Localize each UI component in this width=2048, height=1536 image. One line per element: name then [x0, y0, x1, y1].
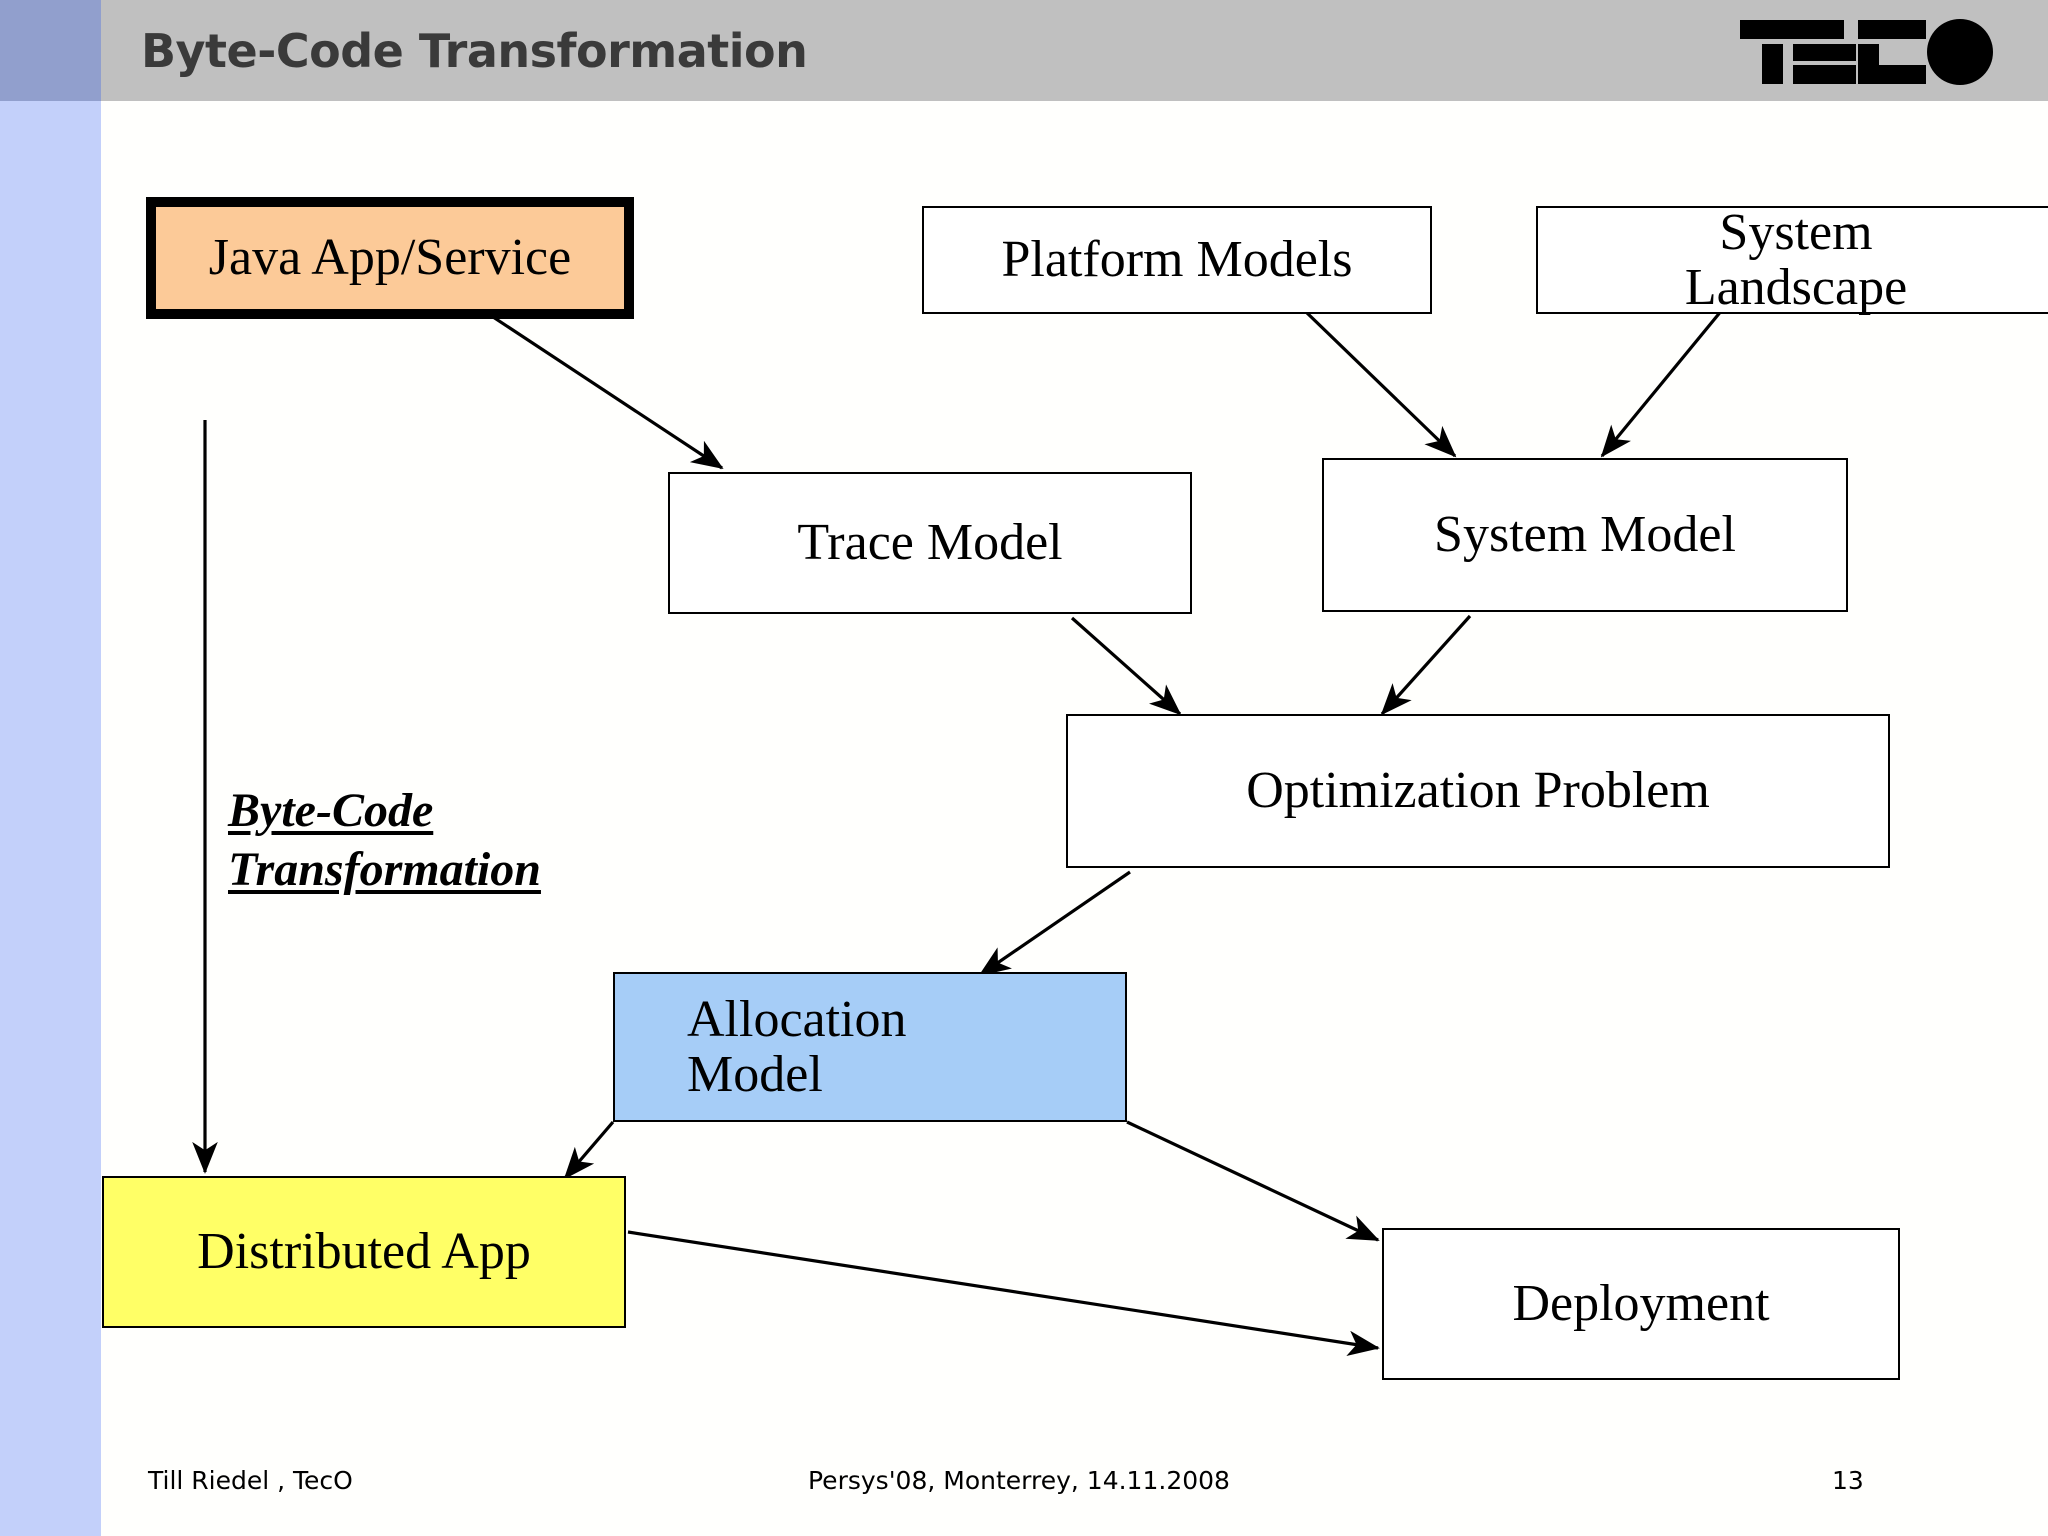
node-distributed-app[interactable]: Distributed App	[102, 1176, 626, 1328]
edge-tracemodel-optimization	[1070, 616, 1182, 716]
footer-page-number: 13	[1832, 1466, 1864, 1495]
footer-author: Till Riedel , TecO	[148, 1466, 353, 1495]
node-label: Distributed App	[197, 1222, 531, 1280]
node-label: Trace Model	[797, 513, 1063, 571]
edge-optimization-allocationmodel	[978, 870, 1131, 977]
teco-logo-icon	[1740, 19, 1993, 85]
node-allocation-model[interactable]: Allocation Model	[613, 972, 1127, 1122]
node-optimization-problem[interactable]: Optimization Problem	[1066, 714, 1890, 868]
node-label: Java App/Service	[208, 228, 572, 286]
sidebar-rail-bottom	[0, 101, 101, 1536]
sidebar-rail-top	[0, 0, 101, 101]
title-band	[101, 0, 2048, 101]
bytecode-transformation-annotation: Byte-Code Transformation	[228, 784, 541, 896]
edge-distributedapp-deployment	[627, 1230, 1380, 1357]
node-java-app-service[interactable]: Java App/Service	[146, 197, 634, 319]
footer-venue: Persys'08, Monterrey, 14.11.2008	[808, 1466, 1230, 1495]
node-label: Optimization Problem	[1246, 761, 1710, 819]
node-label: Platform Models	[1001, 230, 1353, 288]
edge-systemmodel-optimization	[1380, 614, 1472, 716]
page-title: Byte-Code Transformation	[141, 24, 808, 78]
node-label: System Landscape	[1684, 203, 1908, 316]
node-trace-model[interactable]: Trace Model	[668, 472, 1192, 614]
node-label: Deployment	[1512, 1274, 1770, 1332]
node-system-model[interactable]: System Model	[1322, 458, 1848, 612]
edge-allocationmodel-distributedapp	[563, 1120, 615, 1180]
node-label: System Model	[1434, 505, 1736, 563]
node-label: Allocation Model	[687, 990, 907, 1103]
edge-allocationmodel-deployment	[1126, 1120, 1380, 1242]
node-platform-models[interactable]: Platform Models	[922, 206, 1432, 314]
node-deployment[interactable]: Deployment	[1382, 1228, 1900, 1380]
node-system-landscape[interactable]: System Landscape	[1536, 203, 2048, 316]
